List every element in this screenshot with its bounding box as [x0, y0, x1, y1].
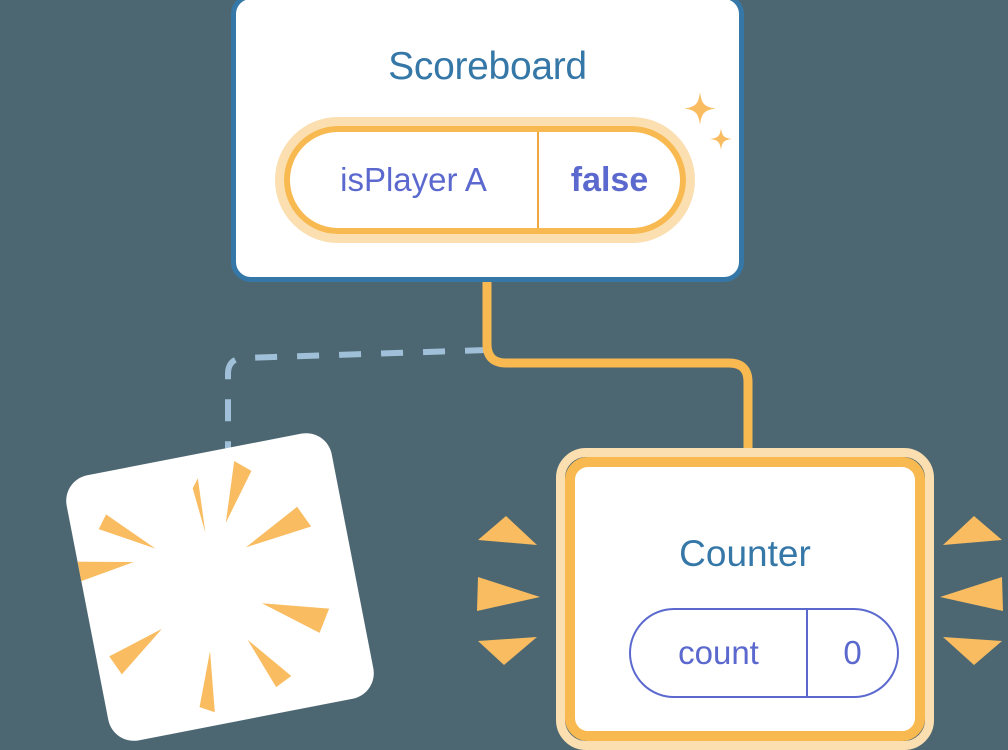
- burst-ray: [478, 516, 537, 545]
- burst-ray: [940, 577, 1003, 611]
- sparkle-star-small-icon: [710, 128, 732, 150]
- burst-ray: [478, 637, 537, 665]
- counter-property-key: count: [678, 634, 759, 671]
- burst-ray: [245, 506, 312, 548]
- counter-card-body: Counter count 0: [565, 457, 925, 741]
- burst-ray: [192, 478, 206, 533]
- burst-ray: [225, 460, 252, 523]
- scoreboard-property-value: false: [570, 160, 649, 199]
- burst-ray: [247, 639, 292, 688]
- scoreboard-property-pill[interactable]: isPlayer A false: [275, 117, 695, 243]
- scoreboard-pill-highlight-glow: [275, 117, 695, 243]
- counter-pill-divider: [806, 610, 808, 696]
- scoreboard-property-key: isPlayer A: [340, 161, 487, 198]
- burst-ray: [943, 637, 1002, 665]
- burst-ray: [98, 514, 156, 549]
- burst-ray: [943, 516, 1002, 545]
- connector-scoreboard-to-counter: [482, 282, 753, 470]
- burst-ray: [199, 651, 215, 713]
- burst-ray: [477, 577, 540, 611]
- counter-card[interactable]: Counter count 0: [556, 448, 934, 750]
- counter-burst-rays-left: [477, 516, 540, 665]
- burst-ray: [67, 561, 134, 584]
- scoreboard-title: Scoreboard: [388, 45, 587, 88]
- scoreboard-pill-divider: [537, 132, 539, 228]
- counter-title: Counter: [679, 533, 811, 574]
- counter-burst-rays-right: [940, 516, 1003, 665]
- scoreboard-pill-body: isPlayer A false: [284, 126, 686, 234]
- blank-placeholder-card[interactable]: [61, 428, 379, 746]
- burst-ray: [109, 628, 162, 675]
- sparkle-group: [684, 92, 732, 150]
- burst-ray: [261, 603, 330, 633]
- sparkle-star-large-icon: [684, 92, 716, 125]
- counter-property-value: 0: [843, 634, 862, 671]
- blank-card-burst-rays: [67, 460, 330, 713]
- counter-property-pill[interactable]: count 0: [629, 608, 899, 698]
